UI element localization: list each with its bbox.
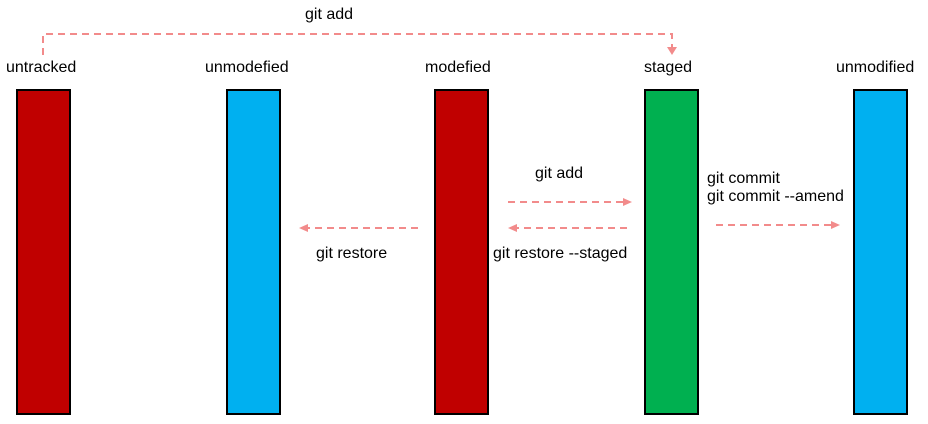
arrow-top-git-add bbox=[42, 33, 673, 55]
state-label-unmodified-after: unmodified bbox=[836, 59, 915, 76]
arrow-top-git-add-head bbox=[667, 47, 677, 55]
arrow-git-restore-staged-head bbox=[508, 224, 517, 232]
state-label-unmodified: unmodefied bbox=[205, 59, 289, 76]
label-git-commit: git commit bbox=[707, 170, 780, 187]
label-git-restore: git restore bbox=[316, 245, 388, 262]
label-git-restore-staged: git restore --staged bbox=[493, 245, 628, 262]
label-git-commit-amend: git commit --amend bbox=[707, 188, 844, 205]
label-top-git-add: git add bbox=[305, 6, 354, 23]
staged-bar bbox=[644, 89, 699, 415]
unmodified-after-bar bbox=[853, 89, 908, 415]
label-git-add: git add bbox=[535, 165, 584, 182]
state-label-untracked: untracked bbox=[6, 59, 77, 76]
untracked-bar bbox=[16, 89, 71, 415]
label-git-commit-group: git commit git commit --amend bbox=[707, 170, 844, 206]
state-label-staged: staged bbox=[644, 59, 693, 76]
modified-bar bbox=[434, 89, 489, 415]
arrow-git-add-head bbox=[623, 198, 632, 206]
arrow-git-commit-head bbox=[831, 221, 840, 229]
arrow-git-restore-head bbox=[299, 224, 308, 232]
unmodified-bar bbox=[226, 89, 281, 415]
state-label-modified: modefied bbox=[425, 59, 491, 76]
